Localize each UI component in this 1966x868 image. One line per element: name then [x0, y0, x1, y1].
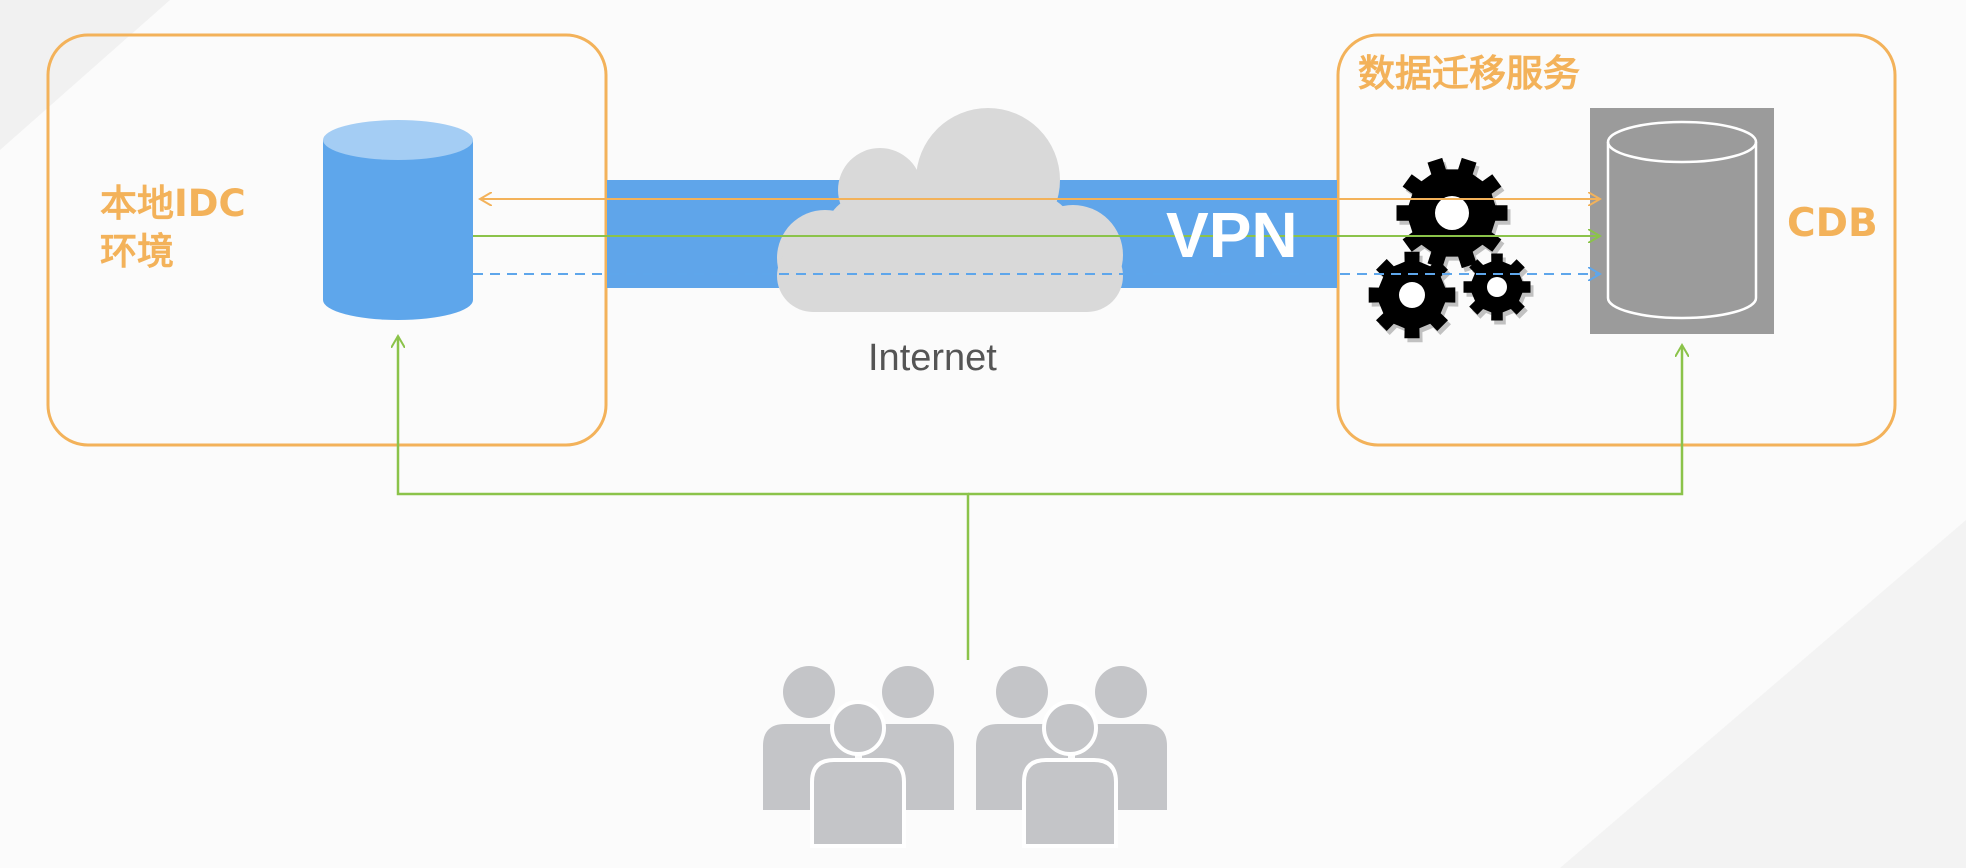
migration-service-label: 数据迁移服务 — [1358, 52, 1580, 95]
cdb-label: CDB — [1787, 201, 1878, 246]
gear-hole — [1399, 282, 1425, 308]
gears-icon — [1368, 157, 1534, 343]
users-to-target-arrow — [968, 345, 1682, 496]
background-facet — [1560, 520, 1966, 868]
user-group-icon — [763, 666, 1167, 848]
users-to-source-arrow — [398, 336, 970, 660]
internet-label: Internet — [868, 337, 997, 379]
local-idc-label-line-1: 本地IDC — [100, 182, 246, 225]
source-database-icon — [323, 120, 473, 320]
gear-hole — [1435, 196, 1469, 230]
local-idc-box — [46, 33, 608, 447]
person-icon — [1022, 700, 1118, 848]
vpn-label: VPN — [1166, 199, 1298, 271]
local-idc-label-line-2: 环境 — [100, 230, 174, 273]
cloud-icon — [777, 108, 1123, 312]
gear-hole — [1487, 277, 1507, 297]
background-facet — [0, 0, 170, 150]
person-icon — [810, 700, 906, 848]
migration-service-box — [1336, 33, 1897, 447]
target-database-icon — [1590, 108, 1774, 334]
local-idc-label: 本地IDC 环境 — [100, 180, 246, 276]
